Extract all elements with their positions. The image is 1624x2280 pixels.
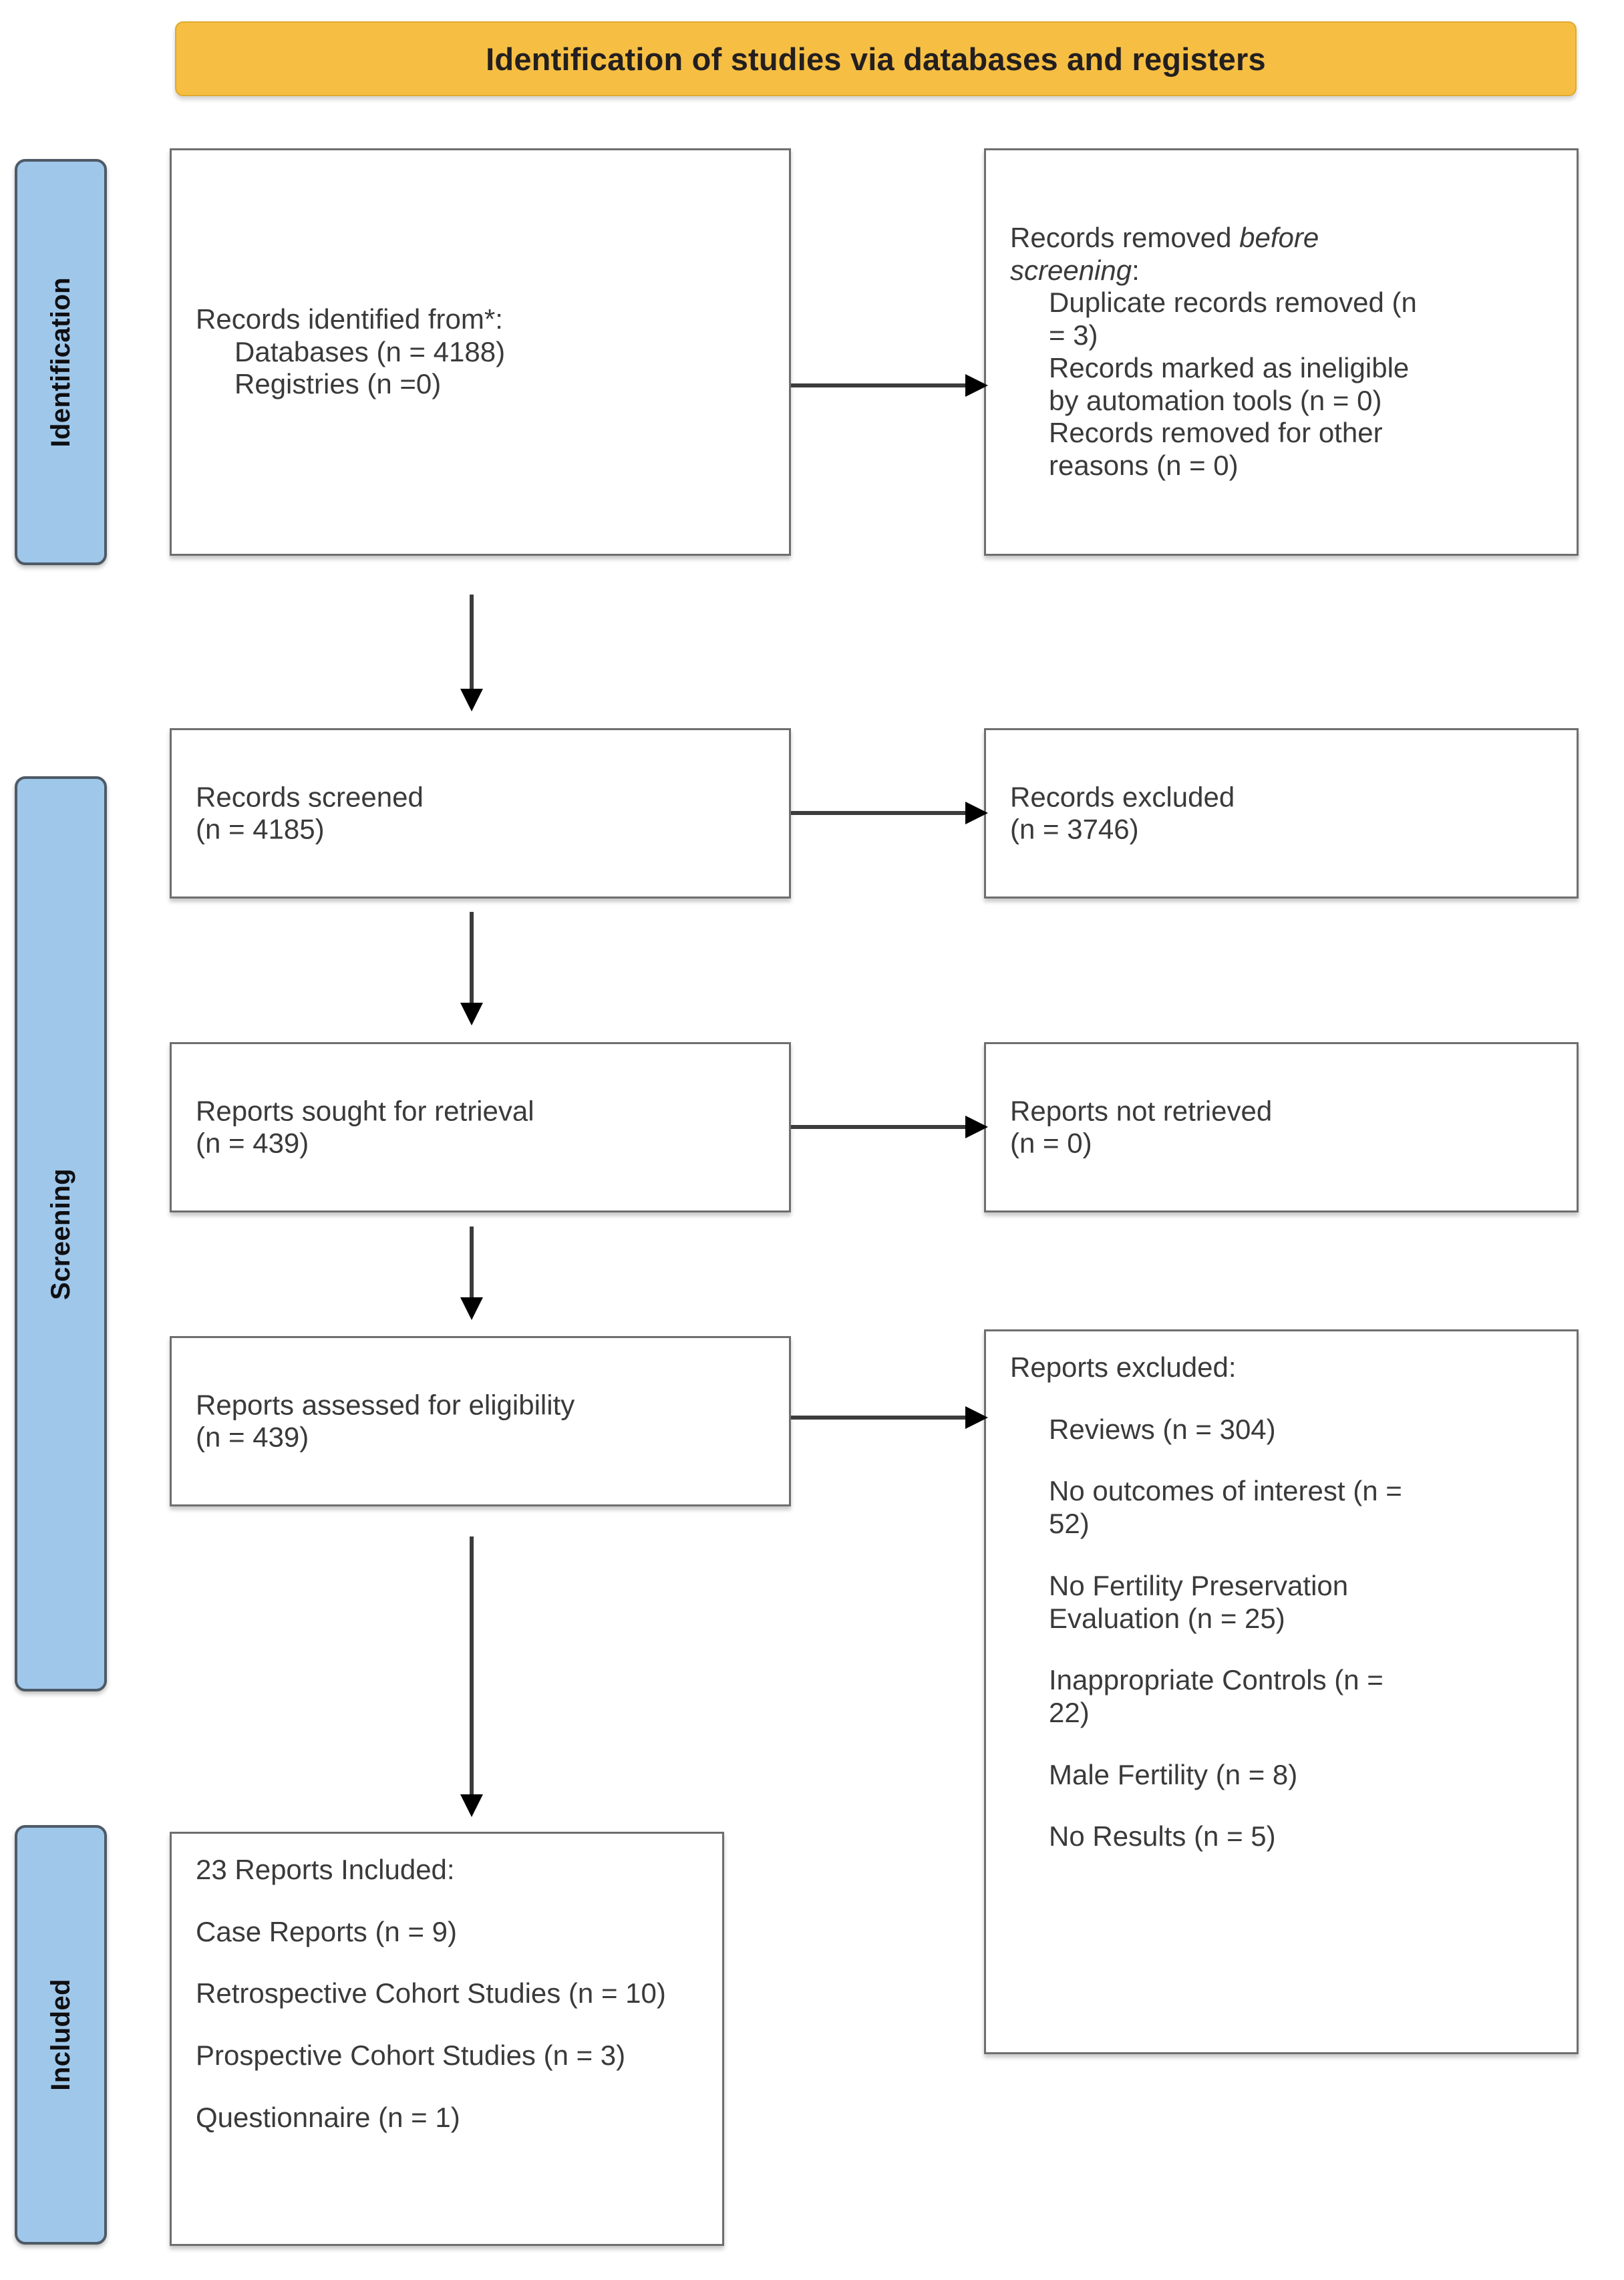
- line-reports-not-retrieved-count: (n = 0): [1010, 1127, 1092, 1159]
- box-reports-assessed-for-eligibility: Reports assessed for eligibility (n = 43…: [170, 1336, 791, 1506]
- line-records-screened-count: (n = 4185): [196, 813, 325, 845]
- line-excluded-no-outcomes-a: No outcomes of interest (n =: [1049, 1475, 1402, 1507]
- line-records-removed-heading: Records removed before: [1010, 222, 1562, 255]
- line-included-retrospective-cohort: Retrospective Cohort Studies (n = 10): [196, 1977, 666, 2009]
- line-excluded-male-fertility: Male Fertility (n = 8): [1049, 1758, 1298, 1790]
- arrow-shaft: [470, 595, 474, 689]
- box-records-excluded: Records excluded (n = 3746): [984, 728, 1579, 899]
- box-reports-not-retrieved: Reports not retrieved (n = 0): [984, 1042, 1579, 1212]
- box-records-removed-text: Records removed before screening: Duplic…: [1010, 222, 1562, 482]
- heading-colon: :: [1132, 254, 1140, 286]
- stage-label-included: Included: [45, 1979, 75, 2091]
- stage-bar-identification: Identification: [15, 159, 107, 565]
- line-included-prospective-cohort: Prospective Cohort Studies (n = 3): [196, 2040, 626, 2072]
- box-records-screened-text: Records screened (n = 4185): [196, 781, 774, 846]
- line-ineligible-automation-b: by automation tools (n = 0): [1049, 384, 1382, 416]
- arrow-head: [460, 689, 483, 711]
- line-records-excluded-count: (n = 3746): [1010, 813, 1139, 845]
- heading-plain-part: Records removed: [1010, 222, 1240, 254]
- box-reports-not-retrieved-text: Reports not retrieved (n = 0): [1010, 1095, 1562, 1160]
- arrow-sought-to-assessed-icon: [460, 1227, 483, 1320]
- arrow-identified-to-removed-icon: [791, 374, 988, 397]
- diagram-header-banner: Identification of studies via databases …: [175, 21, 1577, 96]
- stage-label-screening: Screening: [45, 1168, 75, 1300]
- box-records-removed-before-screening: Records removed before screening: Duplic…: [984, 148, 1579, 556]
- stage-bar-screening: Screening: [15, 776, 107, 1691]
- line-records-removed-heading-2: screening:: [1010, 255, 1562, 287]
- line-excluded-inappropriate-controls-b: 22): [1049, 1697, 1090, 1729]
- line-duplicate-records-removed-b: = 3): [1049, 319, 1098, 351]
- arrow-head: [460, 1003, 483, 1025]
- box-records-identified-text: Records identified from*: Databases (n =…: [196, 303, 774, 401]
- box-reports-sought-text: Reports sought for retrieval (n = 439): [196, 1095, 774, 1160]
- line-reports-sought-label: Reports sought for retrieval: [196, 1094, 534, 1126]
- box-reports-excluded-reasons: Reports excluded: Reviews (n = 304) No o…: [984, 1329, 1579, 2054]
- box-reports-included-text: 23 Reports Included: Case Reports (n = 9…: [196, 1854, 707, 2134]
- box-records-identified: Records identified from*: Databases (n =…: [170, 148, 791, 556]
- arrow-shaft: [470, 1536, 474, 1794]
- box-reports-sought-for-retrieval: Reports sought for retrieval (n = 439): [170, 1042, 791, 1212]
- line-reports-assessed-count: (n = 439): [196, 1421, 309, 1453]
- line-registries-count: Registries (n =0): [234, 368, 442, 400]
- arrow-shaft: [470, 1227, 474, 1297]
- arrow-head: [460, 1794, 483, 1817]
- line-excluded-no-outcomes-b: 52): [1049, 1508, 1090, 1540]
- box-records-excluded-text: Records excluded (n = 3746): [1010, 781, 1562, 846]
- line-excluded-inappropriate-controls-a: Inappropriate Controls (n =: [1049, 1664, 1384, 1696]
- box-reports-included: 23 Reports Included: Case Reports (n = 9…: [170, 1832, 724, 2246]
- arrow-shaft: [470, 912, 474, 1003]
- arrow-head: [965, 374, 988, 397]
- line-records-identified-from: Records identified from*:: [196, 303, 503, 335]
- stage-bar-included: Included: [15, 1825, 107, 2245]
- line-records-excluded-label: Records excluded: [1010, 780, 1235, 812]
- stage-label-identification: Identification: [45, 277, 75, 448]
- line-reports-sought-count: (n = 439): [196, 1127, 309, 1159]
- line-excluded-no-fertility-preservation-b: Evaluation (n = 25): [1049, 1602, 1285, 1634]
- line-records-screened-label: Records screened: [196, 780, 424, 812]
- arrow-screened-to-excluded-icon: [791, 802, 988, 824]
- box-reports-assessed-text: Reports assessed for eligibility (n = 43…: [196, 1389, 774, 1454]
- page-title: Identification of studies via databases …: [486, 41, 1266, 77]
- line-removed-other-reasons-a: Records removed for other: [1049, 417, 1383, 449]
- heading-italic-before: before: [1239, 222, 1319, 254]
- line-included-questionnaire: Questionnaire (n = 1): [196, 2101, 460, 2133]
- line-excluded-reviews: Reviews (n = 304): [1049, 1413, 1276, 1445]
- arrow-sought-to-not-retrieved-icon: [791, 1116, 988, 1138]
- box-records-screened: Records screened (n = 4185): [170, 728, 791, 899]
- arrow-shaft: [791, 811, 965, 815]
- line-ineligible-automation-a: Records marked as ineligible: [1049, 352, 1410, 383]
- line-reports-excluded-heading: Reports excluded:: [1010, 1351, 1237, 1383]
- line-databases-count: Databases (n = 4188): [234, 335, 506, 367]
- line-excluded-no-results: No Results (n = 5): [1049, 1820, 1276, 1852]
- arrow-shaft: [791, 1125, 965, 1129]
- line-removed-other-reasons-b: reasons (n = 0): [1049, 450, 1239, 482]
- arrow-head: [965, 1116, 988, 1138]
- line-included-case-reports: Case Reports (n = 9): [196, 1915, 458, 1947]
- line-excluded-no-fertility-preservation-a: No Fertility Preservation: [1049, 1569, 1349, 1601]
- line-reports-not-retrieved-label: Reports not retrieved: [1010, 1094, 1273, 1126]
- line-included-heading: 23 Reports Included:: [196, 1854, 455, 1885]
- arrow-assessed-to-included-icon: [460, 1536, 483, 1817]
- heading-italic-screening: screening: [1010, 254, 1132, 286]
- arrow-head: [965, 1406, 988, 1429]
- arrow-shaft: [791, 1416, 965, 1420]
- line-duplicate-records-removed-a: Duplicate records removed (n: [1049, 287, 1417, 319]
- arrow-shaft: [791, 383, 965, 387]
- arrow-head: [965, 802, 988, 824]
- arrow-assessed-to-reports-excluded-icon: [791, 1406, 988, 1429]
- arrow-identified-to-screened-icon: [460, 595, 483, 711]
- line-reports-assessed-label: Reports assessed for eligibility: [196, 1388, 575, 1420]
- arrow-screened-to-sought-icon: [460, 912, 483, 1025]
- box-reports-excluded-text: Reports excluded: Reviews (n = 304) No o…: [1010, 1351, 1562, 1853]
- arrow-head: [460, 1297, 483, 1320]
